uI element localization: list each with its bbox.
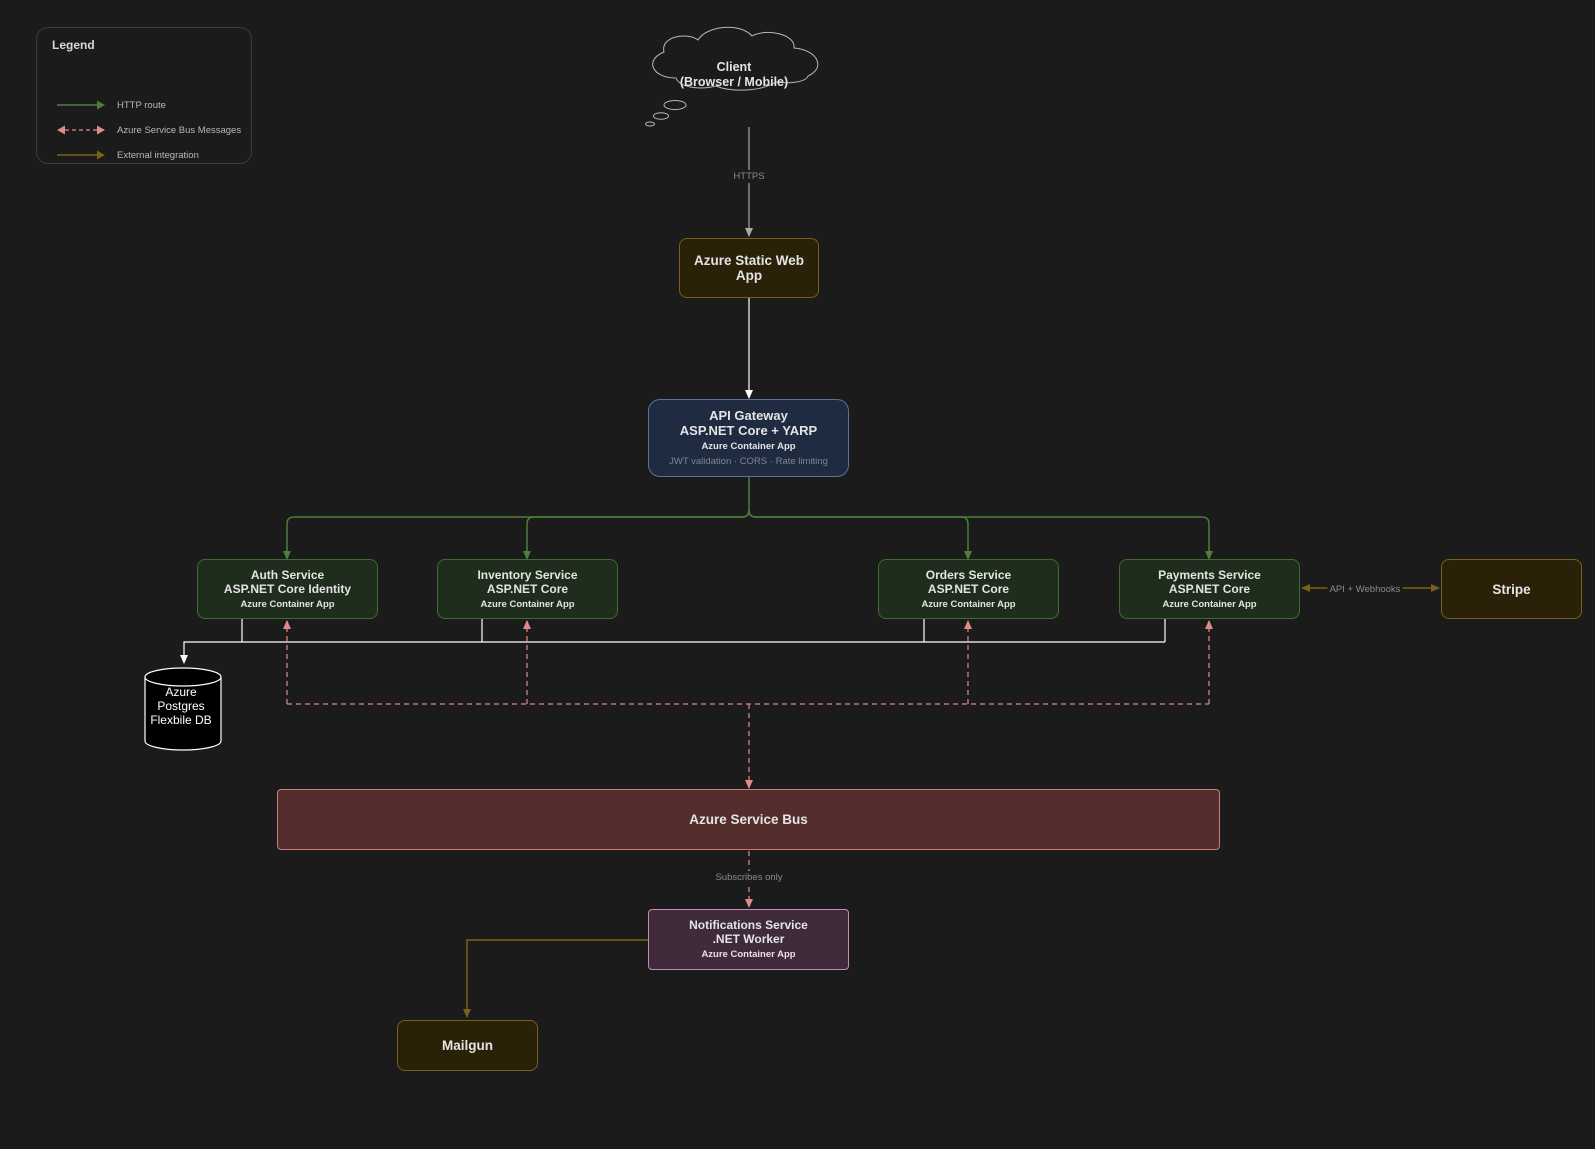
legend-label: HTTP route bbox=[117, 99, 166, 111]
static-web-app-node: Azure Static Web App bbox=[679, 238, 819, 298]
service-title: Inventory Service bbox=[477, 567, 578, 582]
legend-solid-arrow-icon bbox=[57, 150, 105, 160]
service-title: Orders Service bbox=[925, 567, 1012, 582]
legend-label: External integration bbox=[117, 149, 199, 161]
notifications-service-node: Notifications Service .NET Worker Azure … bbox=[648, 909, 849, 970]
gateway-note: JWT validation · CORS · Rate limiting bbox=[669, 456, 828, 467]
payments-service-node: Payments Service ASP.NET Core Azure Cont… bbox=[1119, 559, 1300, 619]
service-title: Auth Service bbox=[250, 567, 325, 582]
client-node: Client (Browser / Mobile) bbox=[648, 60, 820, 90]
edge-label-stripe: API + Webhooks bbox=[1327, 583, 1403, 596]
inventory-service-node: Inventory Service ASP.NET Core Azure Con… bbox=[437, 559, 618, 619]
legend-label: Azure Service Bus Messages bbox=[117, 124, 242, 136]
service-host: Azure Container App bbox=[480, 598, 575, 610]
service-host: Azure Container App bbox=[921, 598, 1016, 610]
service-bus-node: Azure Service Bus bbox=[277, 789, 1220, 850]
notifications-host: Azure Container App bbox=[701, 949, 796, 960]
gateway-title: API Gateway bbox=[709, 408, 788, 423]
notifications-title: Notifications Service bbox=[689, 918, 808, 932]
gateway-host: Azure Container App bbox=[701, 441, 796, 452]
mailgun-title: Mailgun bbox=[442, 1038, 493, 1053]
service-subtitle: ASP.NET Core Identity bbox=[223, 581, 352, 596]
edge-notifications-mailgun bbox=[463, 939, 648, 1018]
client-cloud-shape bbox=[645, 26, 819, 127]
edge-label-https: HTTPS bbox=[731, 170, 767, 183]
orders-service-node: Orders Service ASP.NET Core Azure Contai… bbox=[878, 559, 1059, 619]
legend-dashed-double-arrow-icon bbox=[57, 125, 105, 135]
database-node: Azure Postgres Flexbile DB bbox=[143, 685, 219, 727]
service-host: Azure Container App bbox=[1162, 598, 1257, 610]
service-subtitle: ASP.NET Core bbox=[1168, 581, 1251, 596]
service-bus-title: Azure Service Bus bbox=[689, 812, 808, 827]
edge-services-to-db bbox=[180, 619, 1166, 664]
legend-item-http-route: HTTP route bbox=[55, 98, 166, 112]
gateway-subtitle: ASP.NET Core + YARP bbox=[679, 423, 818, 438]
edge-bus-messages bbox=[283, 620, 1213, 908]
edge-label-subscribes: Subscribes only bbox=[713, 871, 785, 884]
database-line: Flexbile DB bbox=[150, 713, 212, 727]
legend-item-bus-messages: Azure Service Bus Messages bbox=[55, 123, 241, 137]
static-web-app-title: Azure Static Web App bbox=[693, 253, 805, 283]
api-gateway-node: API Gateway ASP.NET Core + YARP Azure Co… bbox=[648, 399, 849, 477]
database-cylinder-shape bbox=[144, 667, 222, 751]
notifications-subtitle: .NET Worker bbox=[712, 932, 785, 946]
legend-solid-arrow-icon bbox=[57, 100, 105, 110]
mailgun-node: Mailgun bbox=[397, 1020, 538, 1071]
edge-gateway-to-services bbox=[283, 477, 1213, 560]
service-host: Azure Container App bbox=[240, 598, 335, 610]
service-subtitle: ASP.NET Core bbox=[927, 581, 1010, 596]
legend: Legend HTTP route Azure Service Bus Mess… bbox=[36, 27, 252, 164]
auth-service-node: Auth Service ASP.NET Core Identity Azure… bbox=[197, 559, 378, 619]
service-title: Payments Service bbox=[1158, 567, 1261, 582]
stripe-title: Stripe bbox=[1492, 581, 1531, 597]
database-line: Azure bbox=[165, 685, 197, 699]
client-subtitle: (Browser / Mobile) bbox=[679, 75, 789, 89]
legend-item-external: External integration bbox=[55, 148, 199, 162]
database-line: Postgres bbox=[157, 699, 205, 713]
legend-title: Legend bbox=[52, 38, 95, 52]
client-title: Client bbox=[716, 60, 752, 74]
stripe-node: Stripe bbox=[1441, 559, 1582, 619]
service-subtitle: ASP.NET Core bbox=[486, 581, 569, 596]
